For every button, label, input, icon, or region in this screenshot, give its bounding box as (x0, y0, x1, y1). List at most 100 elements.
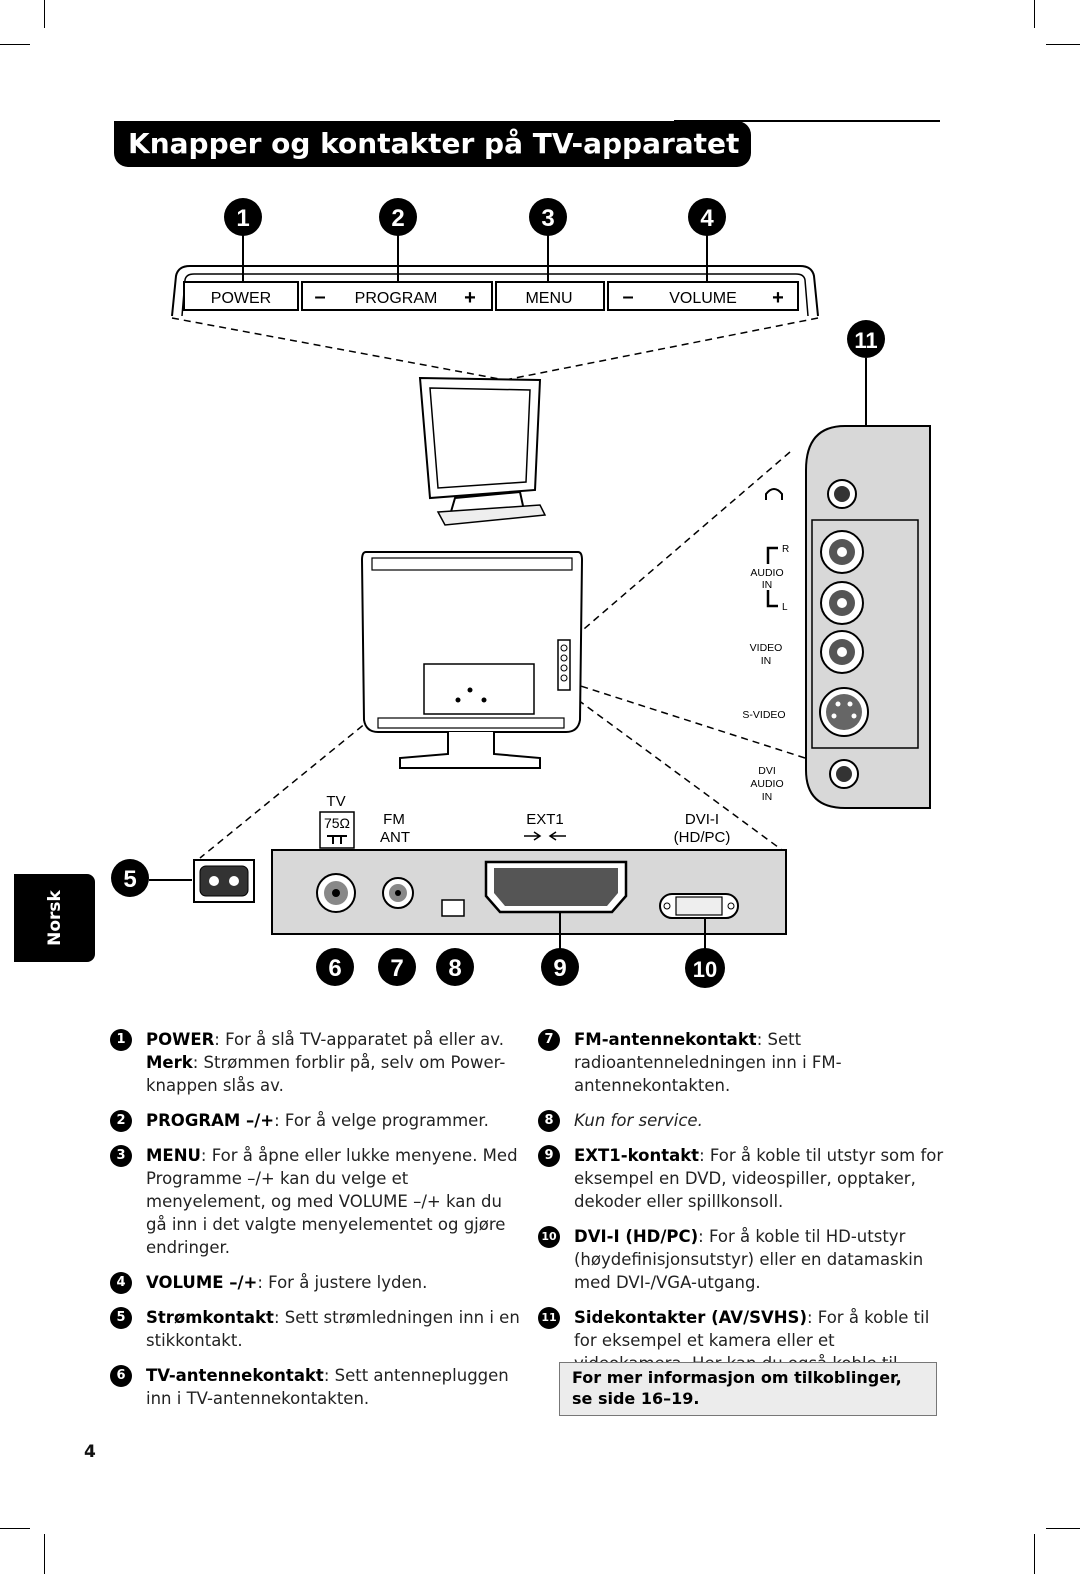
item-term: POWER (146, 1030, 215, 1049)
side-connector-panel: 11 R AUDIO IN L VIDEO IN S- (742, 320, 931, 809)
label-dvi-i: DVI-I (685, 811, 719, 828)
power-button (183, 281, 299, 311)
item-number: 11 (538, 1307, 560, 1329)
connection-info-note: For mer informasjon om tilkoblinger, se … (559, 1362, 937, 1416)
item-number: 3 (110, 1145, 132, 1167)
tv-connections-diagram: 1 2 3 4 POWER – PROGRAM + MENU – VOLUME … (111, 198, 931, 988)
callout-6 (316, 948, 354, 986)
callout-1 (224, 198, 262, 236)
item-number: 10 (538, 1226, 560, 1248)
crop-mark (44, 1534, 45, 1574)
callouts-top: 1 2 3 4 (224, 198, 726, 283)
list-item: 5 Strømkontakt: Sett strømledningen inn … (110, 1306, 520, 1352)
callout-10 (685, 948, 725, 988)
item-term: DVI-I (HD/PC) (574, 1227, 699, 1246)
page-number: 4 (84, 1442, 96, 1462)
menu-button (495, 281, 605, 311)
service-port (441, 899, 465, 917)
label-dvi-in: IN (762, 791, 773, 803)
label-dvi-audio: AUDIO (750, 778, 783, 790)
item-term: Strømkontakt (146, 1308, 274, 1327)
item-term: EXT1-kontakt (574, 1146, 700, 1165)
crop-mark (0, 1528, 30, 1529)
crop-mark (0, 44, 30, 45)
item-term: MENU (146, 1146, 201, 1165)
volume-button (607, 281, 799, 311)
list-item: 7 FM-antennekontakt: Sett radioantennele… (538, 1028, 948, 1097)
page-title: Knapper og kontakter på TV-apparatet (114, 121, 752, 167)
label-audio-in: IN (762, 579, 773, 591)
item-text: : Strømmen forblir på, selv om Power-kna… (146, 1053, 506, 1095)
callout-9 (541, 948, 579, 986)
callout-3-label: 3 (541, 205, 554, 232)
item-number: 1 (110, 1029, 132, 1051)
callout-3 (529, 198, 567, 236)
callout-4-label: 4 (700, 205, 714, 232)
callout-1-label: 1 (236, 205, 249, 232)
crop-mark (1046, 44, 1080, 45)
callouts-bottom: 6 7 8 9 10 (316, 912, 725, 988)
label-ext1: EXT1 (526, 811, 564, 828)
list-item: 2 PROGRAM –/+: For å velge programmer. (110, 1109, 520, 1132)
label-ant: ANT (380, 829, 410, 846)
language-tab-label: Norsk (44, 890, 65, 946)
item-number: 4 (110, 1272, 132, 1294)
label-l: L (782, 602, 788, 613)
item-number: 7 (538, 1029, 560, 1051)
leader-lines (171, 317, 819, 859)
item-text: Kun for service. (574, 1111, 703, 1130)
callout-8-label: 8 (448, 955, 461, 982)
item-text: : For å åpne eller lukke menyene. Med Pr… (146, 1146, 518, 1257)
power-button-label: POWER (211, 290, 271, 307)
callout-8 (436, 948, 474, 986)
callout-11-label: 11 (854, 328, 877, 353)
item-term: TV-antennekontakt (146, 1366, 324, 1385)
item-number: 5 (110, 1307, 132, 1329)
label-hd-pc: (HD/PC) (674, 829, 731, 846)
callout-5-label: 5 (123, 866, 136, 893)
volume-plus: + (772, 287, 784, 309)
item-text: : For å justere lyden. (257, 1273, 428, 1292)
rear-labels: TV 75Ω FM ANT EXT1 DVI-I (HD/PC) (319, 793, 731, 849)
menu-button-label: MENU (525, 290, 572, 307)
item-text: : For å slå TV-apparatet på eller av. (214, 1030, 504, 1049)
item-term: FM-antennekontakt (574, 1030, 757, 1049)
section-header: Knapper og kontakter på TV-apparatet (114, 120, 940, 168)
item-number: 8 (538, 1110, 560, 1132)
callout-5 (111, 859, 149, 897)
list-item: 8 Kun for service. (538, 1109, 948, 1132)
item-term: Sidekontakter (AV/SVHS) (574, 1308, 807, 1327)
item-text: : Sett radioantenneledningen inn i FM-an… (574, 1030, 842, 1095)
item-text: : Sett strømledningen inn i en stikkonta… (146, 1308, 520, 1350)
item-term: VOLUME –/+ (146, 1273, 258, 1292)
title-rule (674, 120, 940, 122)
program-button-label: PROGRAM (355, 290, 438, 307)
label-video-in: IN (761, 655, 772, 667)
rear-connector-panel (271, 849, 787, 935)
label-r: R (782, 544, 789, 555)
item-number: 6 (110, 1365, 132, 1387)
list-item: 6 TV-antennekontakt: Sett antennepluggen… (110, 1364, 520, 1410)
volume-minus: – (622, 286, 633, 308)
language-tab: Norsk (14, 874, 95, 962)
headphone-icon (765, 488, 783, 500)
label-video: VIDEO (750, 642, 783, 654)
list-item: 3 MENU: For å åpne eller lukke menyene. … (110, 1144, 520, 1259)
io-arrows-icon (524, 831, 566, 841)
item-text: : For å velge programmer. (274, 1111, 489, 1130)
callout-10-label: 10 (693, 957, 717, 982)
item-term: PROGRAM –/+ (146, 1111, 275, 1130)
callout-7-label: 7 (390, 955, 403, 982)
callout-7 (378, 948, 416, 986)
item-number: 2 (110, 1110, 132, 1132)
front-button-panel: POWER – PROGRAM + MENU – VOLUME + (171, 265, 819, 317)
list-item: 1 POWER: For å slå TV-apparatet på eller… (110, 1028, 520, 1097)
label-audio: AUDIO (750, 567, 783, 579)
item-text: : Sett antennepluggen inn i TV-antenneko… (146, 1366, 509, 1408)
tv-back-illustration (360, 551, 584, 769)
power-socket: 5 (111, 859, 255, 903)
item-number: 9 (538, 1145, 560, 1167)
label-tv: TV (326, 793, 345, 810)
list-item: 10 DVI-I (HD/PC): For å koble til HD-uts… (538, 1225, 948, 1294)
crop-mark (1034, 1534, 1035, 1574)
